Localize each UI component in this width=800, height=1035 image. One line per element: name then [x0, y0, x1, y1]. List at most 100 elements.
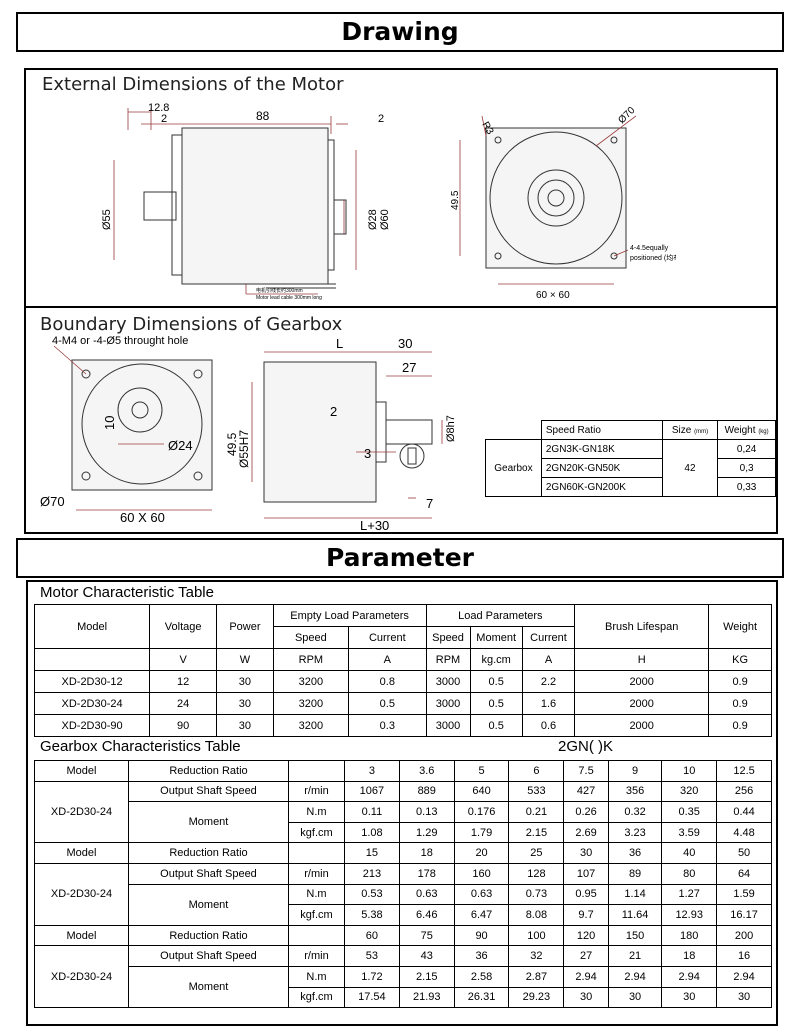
- table-cell: 3000: [425, 692, 471, 715]
- model-cell: XD-2D30-24: [33, 692, 151, 715]
- table-cell: 0.5: [469, 714, 523, 737]
- gearbox-row-label: Gearbox: [485, 439, 542, 497]
- ratio-label: Reduction Ratio: [128, 760, 289, 782]
- moment-kgf-cell: 6.46: [398, 904, 455, 926]
- moment-nm-cell: 0.63: [398, 883, 455, 906]
- unit-cell: [288, 842, 345, 864]
- unit-cell: KG: [708, 648, 772, 671]
- ratio-cell: 100: [508, 924, 565, 947]
- moment-header: Moment: [469, 626, 523, 649]
- moment-kgf-cell: 3.23: [607, 821, 663, 844]
- ratio-cell: 20: [453, 842, 510, 864]
- gear-dim-d70-label: Ø70: [40, 494, 65, 509]
- speed-cell: 640: [453, 780, 510, 803]
- ratio-cell: 7.5: [563, 760, 609, 782]
- dim-49-5-label: 49.5: [450, 190, 461, 210]
- moment-nm-cell: 1.14: [607, 883, 663, 906]
- ratio-cell: 120: [563, 924, 609, 947]
- moment-kgf-cell: 1.08: [344, 821, 400, 844]
- moment-kgf-cell: 1.79: [453, 821, 510, 844]
- table-cell: 0.3: [348, 714, 427, 737]
- table-cell: 3000: [425, 670, 471, 693]
- weight-header: Weight: [708, 604, 772, 649]
- unit-cell: W: [216, 648, 274, 671]
- table-cell: 3200: [272, 692, 350, 715]
- ratio-cell: 90: [453, 924, 510, 947]
- model-header: Model: [34, 760, 129, 782]
- speed-ratio-header: Speed Ratio: [540, 420, 613, 440]
- drawing-divider: [26, 306, 776, 308]
- drawing-panel: External Dimensions of the Motor 12.8 2: [24, 68, 778, 534]
- moment-nm-cell: 2.94: [661, 965, 718, 988]
- speed-cell: 107: [563, 862, 609, 885]
- ratio-cell: 150: [607, 924, 663, 947]
- speed-cell: 427: [563, 780, 609, 803]
- model-header: Model: [33, 604, 151, 649]
- speed-cell: 89: [607, 862, 663, 885]
- moment-nm-cell: 2.94: [607, 965, 663, 988]
- ratio-cell: 10: [661, 760, 718, 782]
- table-cell: 2000: [574, 670, 710, 693]
- moment-kgf-cell: 30: [607, 986, 663, 1009]
- model-cell: XD-2D30-24: [34, 780, 129, 844]
- speed-cell: 43: [398, 945, 455, 967]
- table-cell: 24: [149, 692, 218, 715]
- speed-label: Output Shaft Speed: [128, 780, 289, 803]
- table-cell: 30: [216, 670, 274, 693]
- speed-cell: 21: [607, 945, 663, 967]
- table-cell: 3200: [272, 714, 350, 737]
- moment-kgf-cell: 29.23: [508, 986, 565, 1009]
- moment-kgf-cell: 9.7: [563, 904, 609, 926]
- moment-nm-cell: 0.63: [453, 883, 510, 906]
- unit-cell: N.m: [288, 883, 345, 906]
- table-cell: 0.9: [708, 714, 772, 737]
- ratio-cell: 30: [563, 842, 609, 864]
- drawing-heading: Drawing: [16, 12, 784, 52]
- moment-kgf-cell: 12.93: [661, 904, 718, 926]
- speed-cell: 128: [508, 862, 565, 885]
- dim-d60-label: Ø60: [379, 209, 391, 230]
- speed-header: Speed: [425, 626, 471, 649]
- moment-nm-cell: 2.58: [453, 965, 510, 988]
- gear-dim-d24-label: Ø24: [168, 438, 193, 453]
- unit-cell: kg.cm: [469, 648, 523, 671]
- moment-kgf-cell: 21.93: [398, 986, 455, 1009]
- empty-load-header: Empty Load Parameters: [272, 604, 427, 627]
- unit-cell: r/min: [288, 862, 345, 885]
- unit-cell: kgf.cm: [288, 986, 345, 1009]
- dim-d55-label: Ø55: [101, 209, 113, 230]
- unit-cell: V: [149, 648, 218, 671]
- table-cell: 30: [216, 714, 274, 737]
- ratio-cell: 180: [661, 924, 718, 947]
- speed-cell: 18: [661, 945, 718, 967]
- moment-nm-cell: 0.26: [563, 801, 609, 823]
- speed-cell: 27: [563, 945, 609, 967]
- table-cell: 2000: [574, 692, 710, 715]
- table-cell: 0.6: [521, 714, 576, 737]
- gearbox-dimensions-title: Boundary Dimensions of Gearbox: [40, 314, 343, 335]
- gear-dim-30-label: 30: [398, 336, 412, 351]
- table-cell: 0.9: [708, 670, 772, 693]
- moment-label: Moment: [128, 965, 289, 1009]
- unit-cell: RPM: [272, 648, 350, 671]
- table-cell: 12: [149, 670, 218, 693]
- ratio-cell: 200: [716, 924, 772, 947]
- ratio-label: Reduction Ratio: [128, 924, 289, 947]
- moment-nm-cell: 0.176: [453, 801, 510, 823]
- speed-cell: 160: [453, 862, 510, 885]
- table-cell: 0.5: [469, 670, 523, 693]
- ratio-cell: 12.5: [716, 760, 772, 782]
- moment-kgf-cell: 8.08: [508, 904, 565, 926]
- moment-nm-cell: 0.11: [344, 801, 400, 823]
- speed-cell: 533: [508, 780, 565, 803]
- moment-nm-cell: 0.53: [344, 883, 400, 906]
- gearbox-side-view-drawing: L 30 27 Ø8h7 Ø55H7 49.5 2 3 7 L+30: [226, 336, 457, 532]
- moment-nm-cell: 0.21: [508, 801, 565, 823]
- dim-d28-label: Ø28: [367, 209, 379, 230]
- cable-note-en: Motor lead cable 300mm long: [256, 295, 322, 301]
